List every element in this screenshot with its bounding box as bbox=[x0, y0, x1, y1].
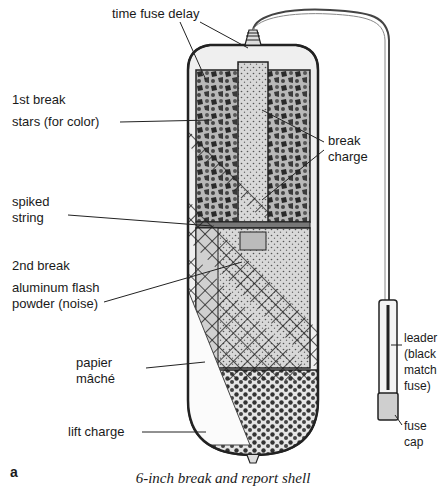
part-label: aluminum flash powder (noise) bbox=[12, 280, 100, 312]
part-label: time fuse delay bbox=[112, 6, 242, 22]
part-label: stars (for color) bbox=[12, 114, 132, 130]
part-label: break charge bbox=[328, 133, 378, 165]
section-label: 2nd break bbox=[12, 258, 112, 274]
part-label: spiked string bbox=[12, 194, 72, 226]
part-label: lift charge bbox=[68, 424, 148, 440]
figure-letter: a bbox=[10, 464, 30, 480]
part-label: papier mâché bbox=[76, 355, 148, 387]
figure-caption: 6-inch break and report shell bbox=[0, 470, 446, 487]
section-label: 1st break bbox=[12, 92, 112, 108]
part-label: fuse cap bbox=[404, 418, 446, 450]
part-label: leader (black match fuse) bbox=[404, 330, 446, 394]
